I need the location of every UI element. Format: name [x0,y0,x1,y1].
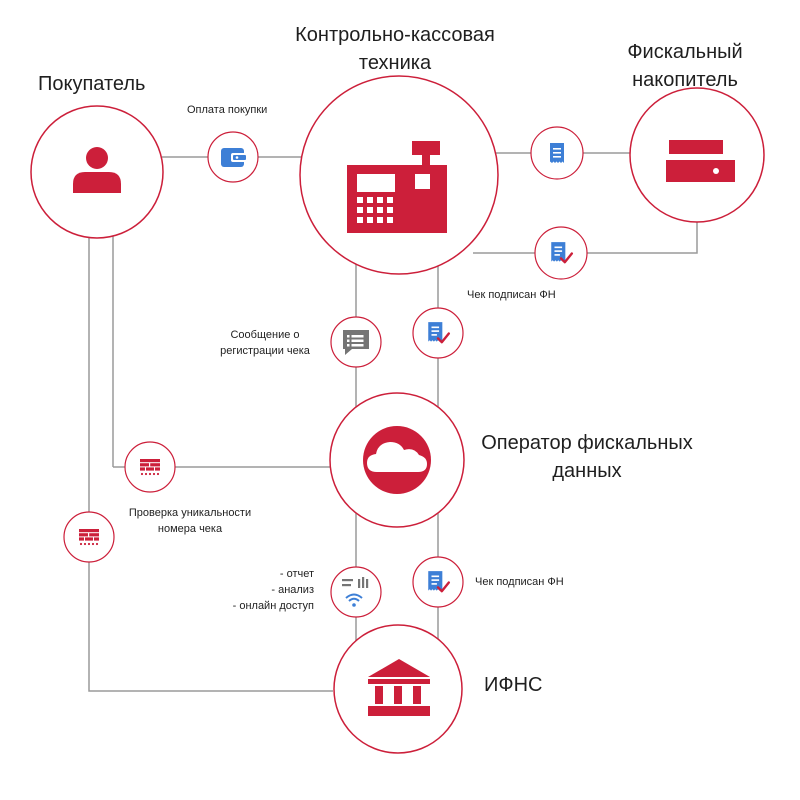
kkt-fn-receipt-node [530,126,584,180]
kkt-title-line2: техника [358,52,432,74]
analytics-line1: - отчет [279,568,314,580]
analytics-node [330,566,382,618]
fn-title: Фискальный накопитель [610,38,760,94]
node-ifns [333,624,463,754]
wallet-icon [221,148,247,167]
fn-title-line1: Фискальный [627,41,743,63]
uniqueness-check-line1: Проверка уникальности [128,507,252,519]
node-kkt [299,75,499,275]
registration-msg-line2: регистрации чека [220,345,310,357]
analytics-line3: - онлайн доступ [232,600,314,612]
uniqueness-check-node [124,441,176,493]
fn-signed-label: Чек подписан ФН [467,289,556,301]
analytics-label: - отчет - анализ - онлайн доступ [200,566,314,614]
uniqueness-check-label: Проверка уникальности номера чека [115,505,265,537]
ofd-title-line2: данных [552,460,622,482]
buyer-ifns-check-node [63,511,115,563]
payment-node [207,131,259,183]
node-ofd [329,392,465,528]
registration-msg-label: Сообщение о регистрации чека [205,327,325,359]
node-fn [629,87,765,223]
person-icon [73,147,121,193]
cash-register-icon [347,141,447,233]
registration-msg-node [330,316,382,368]
registration-msg-line1: Сообщение о [230,329,300,341]
ofd-ifns-signed-node [412,556,464,608]
fn-signed-node [534,226,588,280]
ofd-title-line1: Оператор фискальных [481,432,693,454]
buyer-title: Покупатель [38,73,146,95]
kkt-title: Контрольно-кассовая техника [270,21,520,77]
line-buyer-ifns [88,233,333,692]
cloud-icon [363,426,431,494]
kkt-title-line1: Контрольно-кассовая [295,24,495,46]
message-icon [343,330,369,355]
wifi-list-icon [342,577,369,607]
uniqueness-check-line2: номера чека [157,523,223,535]
ofd-title: Оператор фискальных данных [462,429,712,485]
receipt-icon [550,143,564,163]
payment-label: Оплата покупки [187,104,268,116]
ifns-title: ИФНС [484,674,543,696]
kkt-ofd-signed-node [412,307,464,359]
ofd-ifns-signed-label: Чек подписан ФН [475,576,564,588]
fiscal-drive-icon [666,140,735,182]
node-buyer [30,105,164,239]
government-building-icon [368,659,430,716]
fn-title-line2: накопитель [632,69,738,91]
analytics-line2: - анализ [271,584,314,596]
